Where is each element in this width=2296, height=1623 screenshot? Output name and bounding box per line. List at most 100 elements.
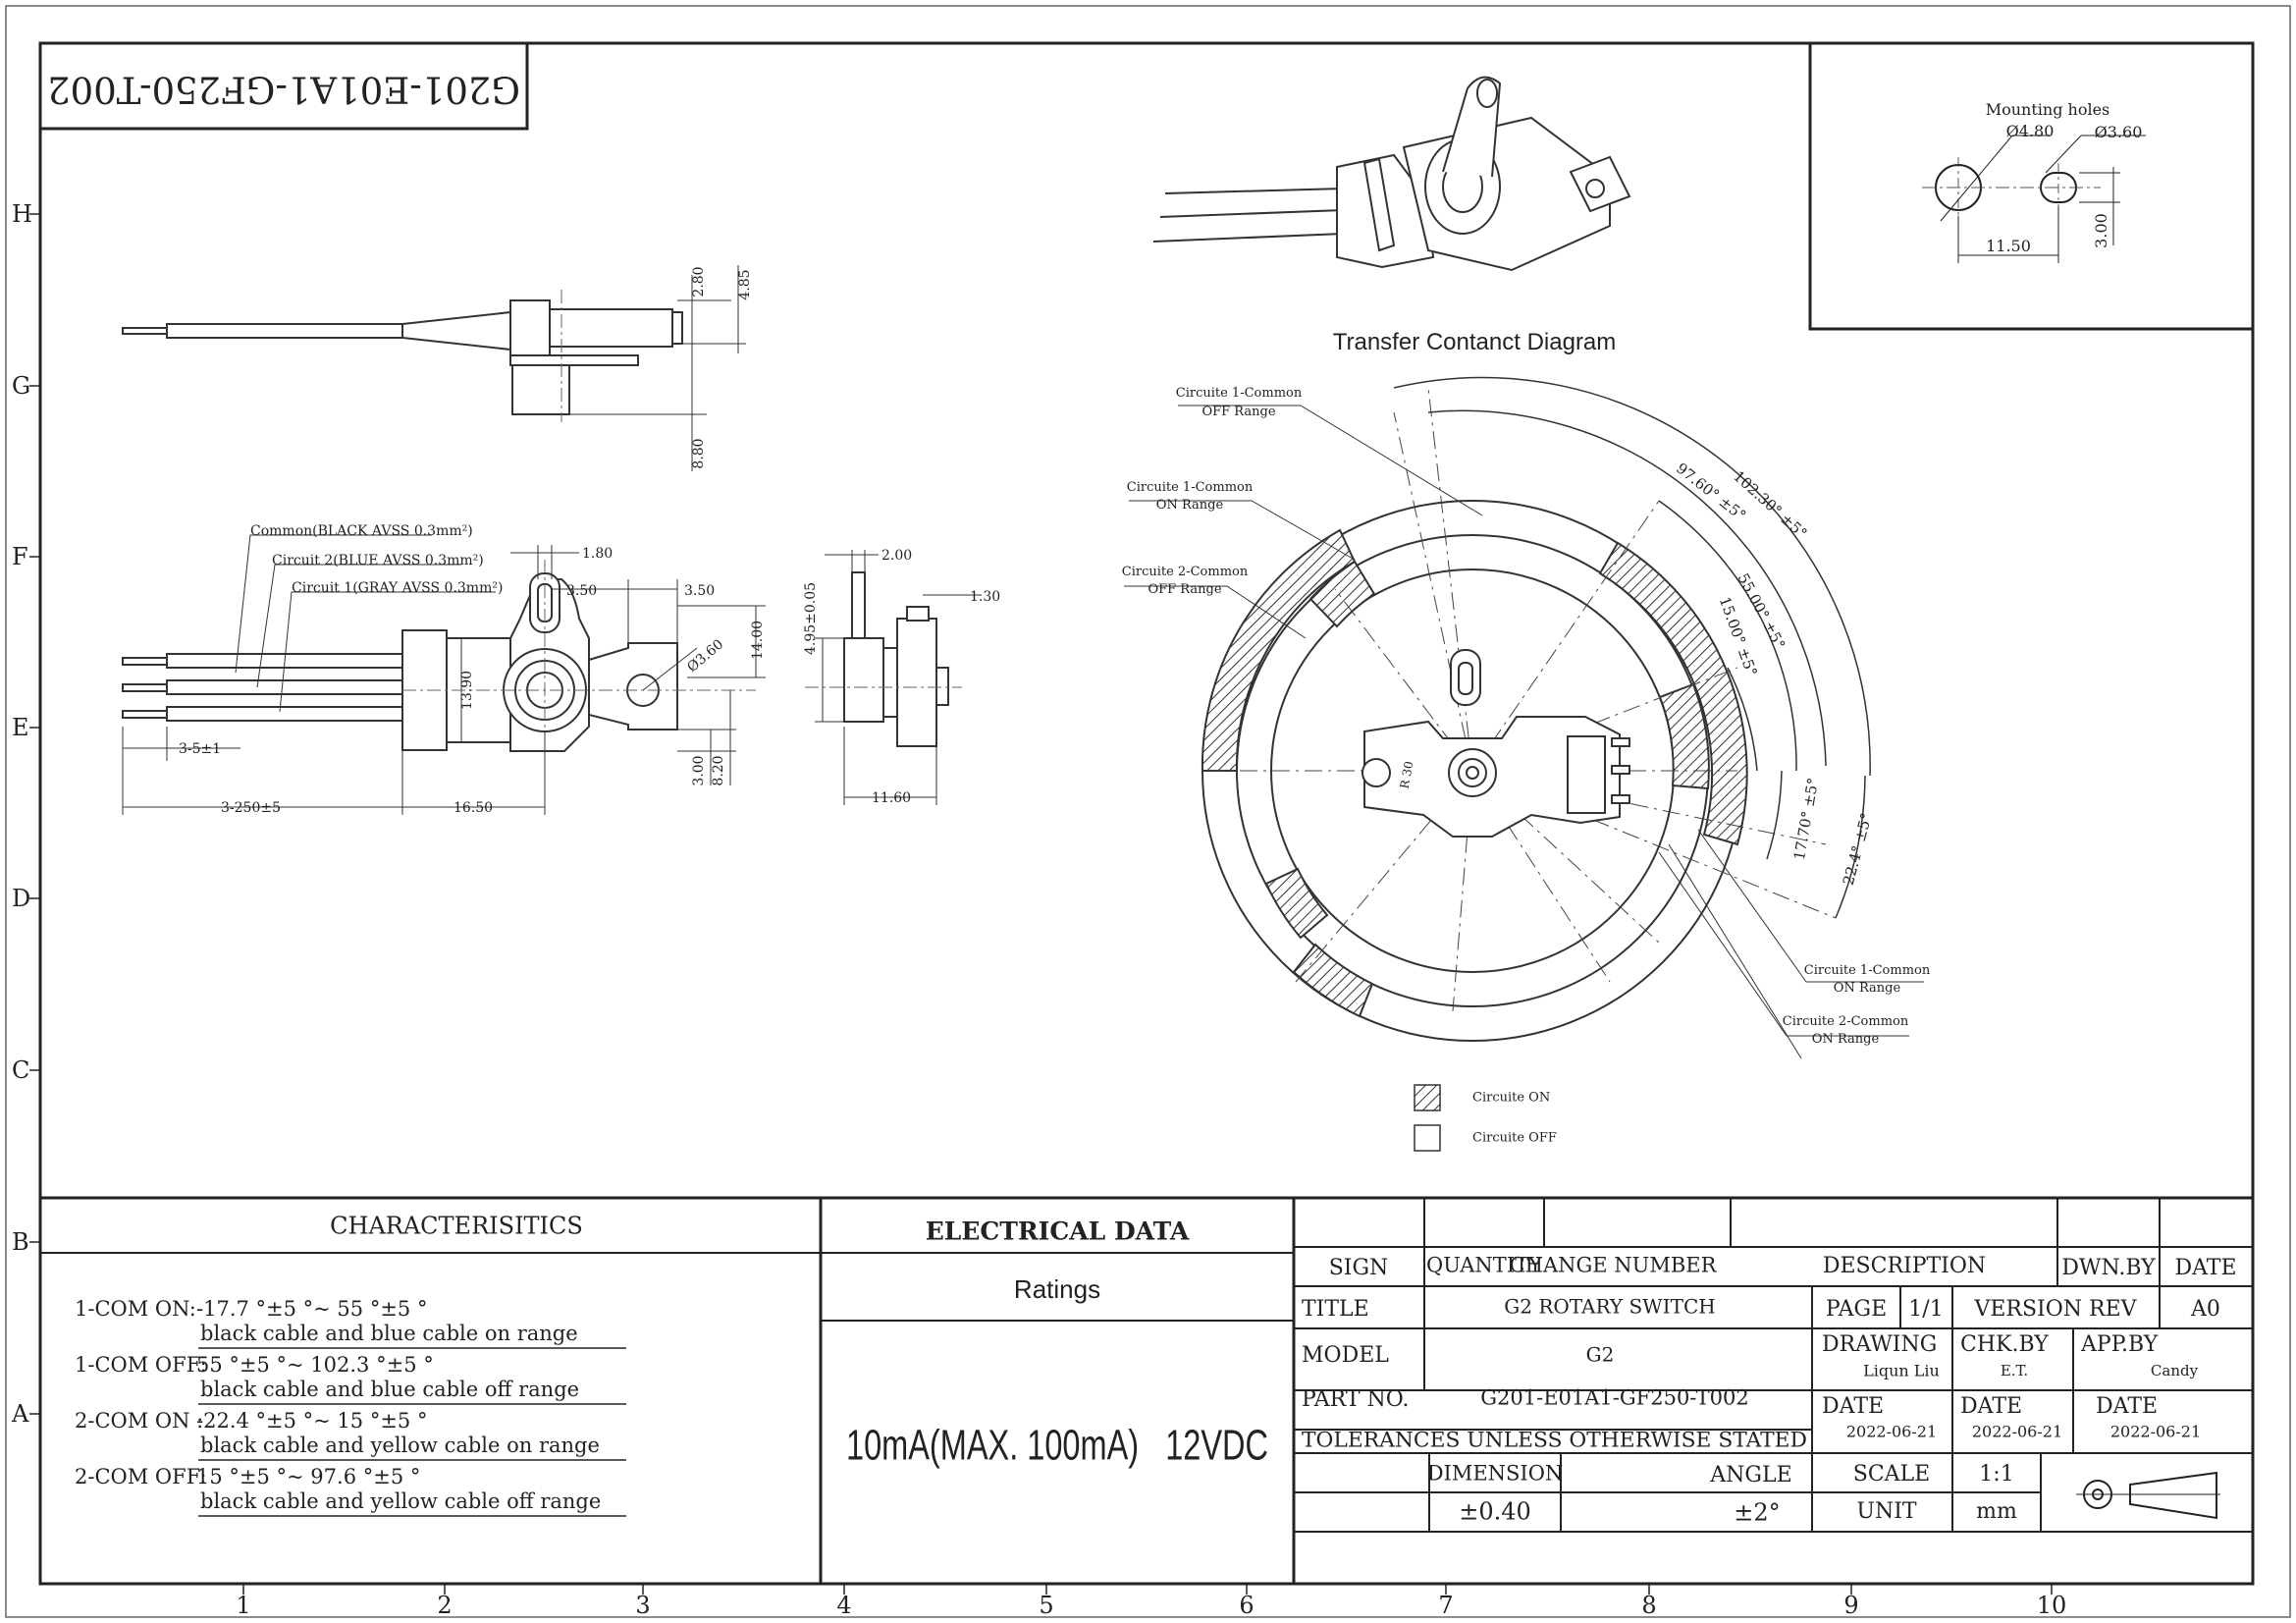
front-dim-350a: 3.50 <box>566 583 597 599</box>
grid-col-label: 7 <box>1438 1592 1453 1619</box>
tb-app-label: APP.BY <box>2080 1332 2159 1357</box>
grid-col-label: 6 <box>1239 1592 1254 1619</box>
front-dim-1400: 14.00 <box>750 621 766 660</box>
tb-title-value: G2 ROTARY SWITCH <box>1504 1295 1715 1319</box>
grid-row-label: D <box>12 885 30 912</box>
front-dim-phi360: Ø3.60 <box>684 636 726 676</box>
tb-model-label: MODEL <box>1302 1343 1389 1368</box>
inner-frame <box>38 41 2255 1586</box>
grid-row-label: A <box>11 1400 29 1428</box>
front-dim-1650: 16.50 <box>454 800 493 816</box>
grid-col-label: 1 <box>236 1592 250 1619</box>
tb-part-label: PART NO. <box>1302 1387 1410 1412</box>
tb-change-number: CHANGE NUMBER <box>1510 1254 1718 1277</box>
callout-c1-on-b: ON Range <box>1156 498 1224 513</box>
angle-976: 97.60° ±5° <box>1673 460 1749 524</box>
grid-col-label: 9 <box>1843 1592 1858 1619</box>
outer-frame <box>5 5 2291 1618</box>
char-row-note: black cable and yellow cable off range <box>200 1489 601 1513</box>
tb-title-label: TITLE <box>1302 1297 1369 1322</box>
grid-col-label: 4 <box>836 1592 851 1619</box>
char-row-label: 2-COM OFF: <box>75 1465 207 1488</box>
bottom-tables <box>40 1196 2253 1584</box>
side-dim-485: 4.85 <box>737 269 753 299</box>
char-row-label: 1-COM ON: <box>75 1297 196 1321</box>
callout-c1-on2-b: ON Range <box>1834 981 1901 996</box>
tb-app-value: Candy <box>2151 1362 2199 1380</box>
callout-c1-off-b: OFF Range <box>1201 405 1275 419</box>
end-view: 2.00 1.30 4.95±0.05 11.60 <box>803 548 1000 806</box>
tb-part-value: G201-E01A1-GF250-T002 <box>1480 1386 1749 1410</box>
callout-c1-on2-a: Circuite 1-Common <box>1804 963 1931 978</box>
tb-scale-value: 1:1 <box>1979 1462 2013 1487</box>
pcb-marking: R 30 <box>1398 760 1416 789</box>
legend-on-label: Circuite ON <box>1472 1091 1550 1106</box>
grid-row-label: C <box>12 1056 29 1084</box>
char-row-label: 2-COM ON : <box>75 1409 203 1433</box>
char-row-value: 55 °±5 °~ 102.3 °±5 ° <box>196 1353 434 1377</box>
front-dim-1390: 13.90 <box>459 671 475 710</box>
grid-row-label: G <box>12 372 30 400</box>
char-row-value: 15 °±5 °~ 97.6 °±5 ° <box>196 1465 420 1488</box>
grid-col-label: 8 <box>1641 1592 1656 1619</box>
tb-chk-value: E.T. <box>2001 1362 2028 1380</box>
end-dim-200: 2.00 <box>881 548 912 564</box>
characteristics-title: CHARACTERISITICS <box>330 1213 583 1240</box>
drawing-number-upside-down: G201-E01A1-GF250-T002 <box>47 69 520 111</box>
legend-off-swatch <box>1414 1124 1441 1152</box>
legend-off-label: Circuite OFF <box>1472 1131 1557 1146</box>
tb-dimension-label: DIMENSION <box>1427 1462 1564 1486</box>
callout-c2-off-b: OFF Range <box>1148 582 1221 597</box>
grid-col-label: 5 <box>1039 1592 1053 1619</box>
tb-date-value-2: 2022-06-21 <box>1972 1423 2062 1441</box>
mounting-d2: Ø3.60 <box>2095 123 2143 141</box>
transfer-contact-diagram: Transfer Contanct Diagram <box>1122 329 1931 1152</box>
tb-angle-label: ANGLE <box>1709 1463 1791 1488</box>
grid-row-label: E <box>12 714 29 741</box>
grid-row-label: H <box>12 200 32 228</box>
grid-col-label: 3 <box>635 1592 650 1619</box>
mounting-d1: Ø4.80 <box>2006 122 2055 140</box>
tb-page-label: PAGE <box>1826 1297 1887 1322</box>
end-dim-130: 1.30 <box>970 589 1000 605</box>
cable-label-circuit2: Circuit 2(BLUE AVSS 0.3mm²) <box>272 553 484 568</box>
char-row-value: -17.7 °±5 °~ 55 °±5 ° <box>196 1297 427 1321</box>
title-block: SIGN QUANTITY CHANGE NUMBER DESCRIPTION … <box>1302 1254 2237 1527</box>
front-dim-300: 3.00 <box>691 755 707 785</box>
legend-on-swatch <box>1414 1084 1441 1111</box>
callout-c2-on-b: ON Range <box>1812 1032 1880 1047</box>
tb-dimension-value: ±0.40 <box>1459 1498 1531 1526</box>
mounting-height: 3.00 <box>2092 213 2110 248</box>
tb-sign: SIGN <box>1329 1256 1389 1280</box>
electrical-title: ELECTRICAL DATA <box>926 1217 1190 1246</box>
front-dim-180: 1.80 <box>582 546 613 562</box>
callout-c1-off-a: Circuite 1-Common <box>1176 386 1303 401</box>
char-row-note: black cable and blue cable off range <box>200 1378 579 1401</box>
cable-label-circuit1: Circuit 1(GRAY AVSS 0.3mm²) <box>292 580 503 596</box>
tb-unit-value: mm <box>1976 1499 2017 1524</box>
tb-date: DATE <box>2174 1256 2236 1280</box>
tb-date-label-2: DATE <box>1960 1394 2022 1419</box>
front-view: Common(BLACK AVSS 0.3mm²) Circuit 2(BLUE… <box>122 523 766 816</box>
char-row-value: -22.4 °±5 °~ 15 °±5 ° <box>196 1409 427 1433</box>
ratings-label: Ratings <box>1014 1274 1100 1304</box>
tb-version-value: A0 <box>2190 1297 2220 1322</box>
grid-col-label: 2 <box>437 1592 452 1619</box>
mounting-holes-detail: Mounting holes Ø4.80 Ø3.60 11.50 3.00 <box>1808 41 2255 331</box>
tb-version-label: VERSION REV <box>1973 1297 2137 1322</box>
char-row-note: black cable and blue cable on range <box>200 1322 578 1345</box>
ratings-value: 10mA(MAX. 100mA) 12VDC <box>846 1422 1268 1470</box>
char-row-note: black cable and yellow cable on range <box>200 1434 600 1457</box>
side-dim-280: 2.80 <box>691 266 707 297</box>
tb-unit-label: UNIT <box>1856 1499 1916 1524</box>
callout-c2-off-a: Circuite 2-Common <box>1122 565 1249 579</box>
mounting-holes-title: Mounting holes <box>1986 100 2110 119</box>
angle-224: 22.4° ±5° <box>1840 811 1876 887</box>
grid-col-label: 10 <box>2037 1592 2067 1619</box>
tb-date-label-3: DATE <box>2096 1394 2158 1419</box>
tb-model-value: G2 <box>1586 1343 1615 1367</box>
tb-page-value: 1/1 <box>1908 1297 1943 1322</box>
front-dim-820: 8.20 <box>711 755 726 785</box>
